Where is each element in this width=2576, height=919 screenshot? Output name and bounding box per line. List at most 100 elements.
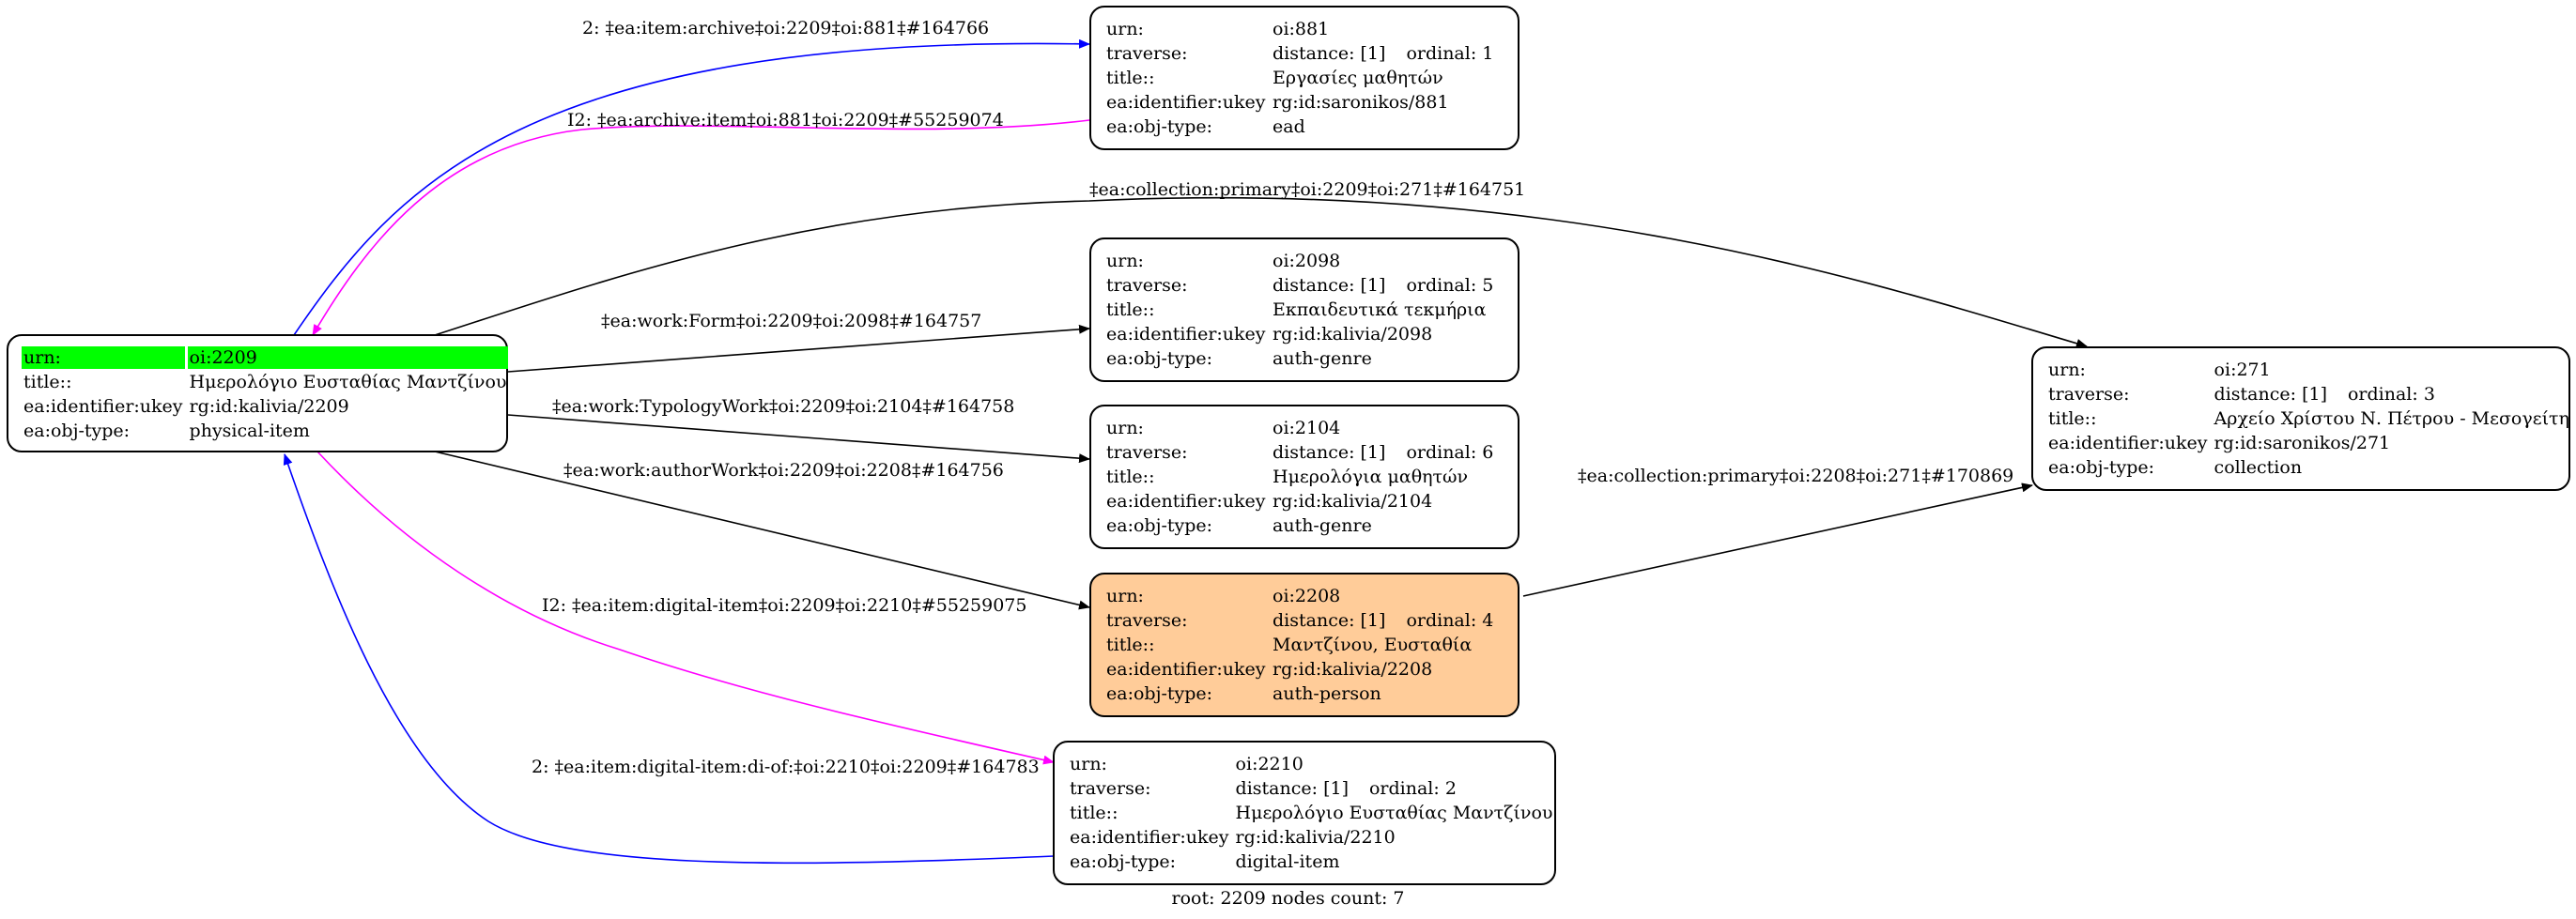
edge-label-collection: ‡ea:collection:primary‡oi:2209‡oi:271‡#1…: [1089, 179, 1525, 200]
node-key: urn:: [22, 346, 185, 369]
traverse-ordinal: ordinal: 6: [1406, 442, 1494, 463]
node-key: title::: [1070, 803, 1118, 823]
node-key: traverse:: [1106, 275, 1188, 296]
traverse-distance: distance: [1]: [1273, 43, 1386, 64]
node-key: title::: [1106, 467, 1155, 487]
node-key: ea:obj-type:: [1106, 348, 1213, 369]
node-value: rg:id:saronikos/271: [2214, 433, 2391, 453]
node-value: rg:id:kalivia/2209: [189, 396, 349, 417]
node-key: traverse:: [1106, 610, 1188, 631]
traverse-ordinal: ordinal: 2: [1368, 778, 1457, 799]
node-value: oi:2209: [187, 346, 509, 369]
node-value: Ημερολόγιο Ευσταθίας Μαντζίνου: [1235, 803, 1553, 823]
node-value: rg:id:kalivia/2098: [1273, 324, 1433, 345]
node-key: urn:: [1070, 754, 1107, 774]
node-value: Μαντζίνου, Ευσταθία: [1273, 635, 1473, 655]
node-key: ea:identifier:ukey: [23, 396, 183, 417]
edge-collection-2: [1522, 482, 2033, 597]
node-key: urn:: [1106, 19, 1144, 39]
node-value: collection: [2214, 457, 2303, 478]
node-key: ea:obj-type:: [23, 421, 131, 441]
node-oi-2098[interactable]: urn: oi:2098 traverse: distance: [1] ordina…: [1089, 237, 1519, 382]
node-key: title::: [23, 372, 72, 392]
node-key: ea:identifier:ukey: [1106, 324, 1266, 345]
node-key: urn:: [1106, 418, 1144, 438]
node-key: ea:obj-type:: [1106, 116, 1213, 137]
node-value: digital-item: [1235, 851, 1340, 872]
node-key: urn:: [1106, 251, 1144, 271]
edge-digital: [316, 451, 1055, 765]
traverse-ordinal: ordinal: 3: [2347, 384, 2435, 405]
traverse-distance: distance: [1]: [1273, 610, 1386, 631]
node-value: Εκπαιδευτικά τεκμήρια: [1273, 299, 1487, 320]
node-value: rg:id:kalivia/2104: [1273, 491, 1433, 512]
node-key: ea:identifier:ukey: [1106, 92, 1266, 113]
node-value: distance: [1] ordinal: 1: [1271, 42, 1495, 65]
node-oi-881[interactable]: urn: oi:881 traverse: distance: [1] ordinal…: [1089, 6, 1519, 150]
traverse-distance: distance: [1]: [1273, 275, 1386, 296]
node-key: ea:identifier:ukey: [1070, 827, 1229, 848]
node-key: ea:identifier:ukey: [1106, 491, 1266, 512]
node-oi-271[interactable]: urn:oi:271 traverse:distance: [1]ordinal…: [2031, 346, 2570, 491]
edge-typology: [507, 414, 1090, 464]
node-key: title::: [1106, 635, 1155, 655]
node-value: oi:2208: [1273, 586, 1341, 606]
node-value: distance: [1]ordinal: 2: [1234, 777, 1555, 800]
node-key: traverse:: [1106, 442, 1188, 463]
node-key: urn:: [1106, 586, 1144, 606]
edge-label-author: ‡ea:work:authorWork‡oi:2209‡oi:2208‡#164…: [563, 460, 1004, 481]
node-value: oi:2210: [1235, 754, 1303, 774]
node-value: Αρχείο Χρίστου Ν. Πέτρου - Μεσογείτη: [2214, 408, 2569, 429]
node-value: distance: [1] ordinal: 3: [2213, 383, 2571, 406]
edge-form: [507, 324, 1090, 373]
node-value: oi:881: [1273, 19, 1330, 39]
node-key: title::: [1106, 299, 1155, 320]
node-value: rg:id:saronikos/881: [1273, 92, 1449, 113]
traverse-distance: distance: [1]: [1273, 442, 1386, 463]
edge-label-archive-back: I2: ‡ea:archive:item‡oi:881‡oi:2209‡#552…: [567, 110, 1004, 130]
node-key: ea:obj-type:: [1070, 851, 1177, 872]
node-value: oi:2104: [1273, 418, 1341, 438]
edge-label-typology: ‡ea:work:TypologyWork‡oi:2209‡oi:2104‡#1…: [552, 396, 1014, 417]
edge-label-form: ‡ea:work:Form‡oi:2209‡oi:2098‡#164757: [601, 311, 981, 331]
node-oi-2104[interactable]: urn: oi:2104 traverse: distance: [1] ordina…: [1089, 405, 1519, 549]
traverse-ordinal: ordinal: 4: [1406, 610, 1494, 631]
traverse-distance: distance: [1]: [2214, 384, 2327, 405]
node-value: distance: [1] ordinal: 5: [1271, 274, 1495, 297]
node-value: auth-person: [1273, 683, 1381, 704]
node-value: distance: [1] ordinal: 6: [1271, 441, 1495, 464]
edge-label-digital: I2: ‡ea:item:digital-item‡oi:2209‡oi:221…: [542, 595, 1026, 616]
node-key: traverse:: [1070, 778, 1151, 799]
node-value: oi:271: [2214, 360, 2271, 380]
node-oi-2209[interactable]: urn:oi:2209 title::Ημερολόγιο Ευσταθίας …: [7, 334, 509, 452]
node-key: ea:identifier:ukey: [2048, 433, 2208, 453]
node-key: title::: [2048, 408, 2097, 429]
node-value: rg:id:kalivia/2208: [1273, 659, 1433, 680]
node-key: traverse:: [2048, 384, 2130, 405]
graph-footer: root: 2209 nodes count: 7: [1171, 888, 1405, 909]
node-value: auth-genre: [1273, 348, 1372, 369]
edge-digital-back: [283, 453, 1055, 865]
traverse-ordinal: ordinal: 1: [1406, 43, 1494, 64]
node-oi-2208[interactable]: urn: oi:2208 traverse: distance: [1] ordina…: [1089, 573, 1519, 717]
node-value: distance: [1] ordinal: 4: [1271, 609, 1495, 632]
node-key: title::: [1106, 68, 1155, 88]
edge-author: [434, 451, 1090, 610]
node-value: ead: [1273, 116, 1305, 137]
node-key: traverse:: [1106, 43, 1188, 64]
edge-archive-back: [312, 119, 1090, 336]
node-key: ea:obj-type:: [1106, 683, 1213, 704]
edge-label-collection-2: ‡ea:collection:primary‡oi:2208‡oi:271‡#1…: [1578, 466, 2013, 486]
node-key: ea:identifier:ukey: [1106, 659, 1266, 680]
node-value: rg:id:kalivia/2210: [1235, 827, 1396, 848]
node-value: Ημερολόγια μαθητών: [1273, 467, 1469, 487]
edge-label-digital-back: 2: ‡ea:item:digital-item:di-of:‡oi:2210‡…: [532, 757, 1040, 777]
edge-collection: [434, 196, 2088, 348]
node-value: oi:2098: [1273, 251, 1341, 271]
node-oi-2210[interactable]: urn: oi:2210 traverse: distance: [1]ordina…: [1053, 741, 1556, 885]
traverse-ordinal: ordinal: 5: [1406, 275, 1494, 296]
node-key: ea:obj-type:: [1106, 515, 1213, 536]
node-value: Ημερολόγιο Ευσταθίας Μαντζίνου: [189, 372, 507, 392]
node-value: physical-item: [189, 421, 310, 441]
